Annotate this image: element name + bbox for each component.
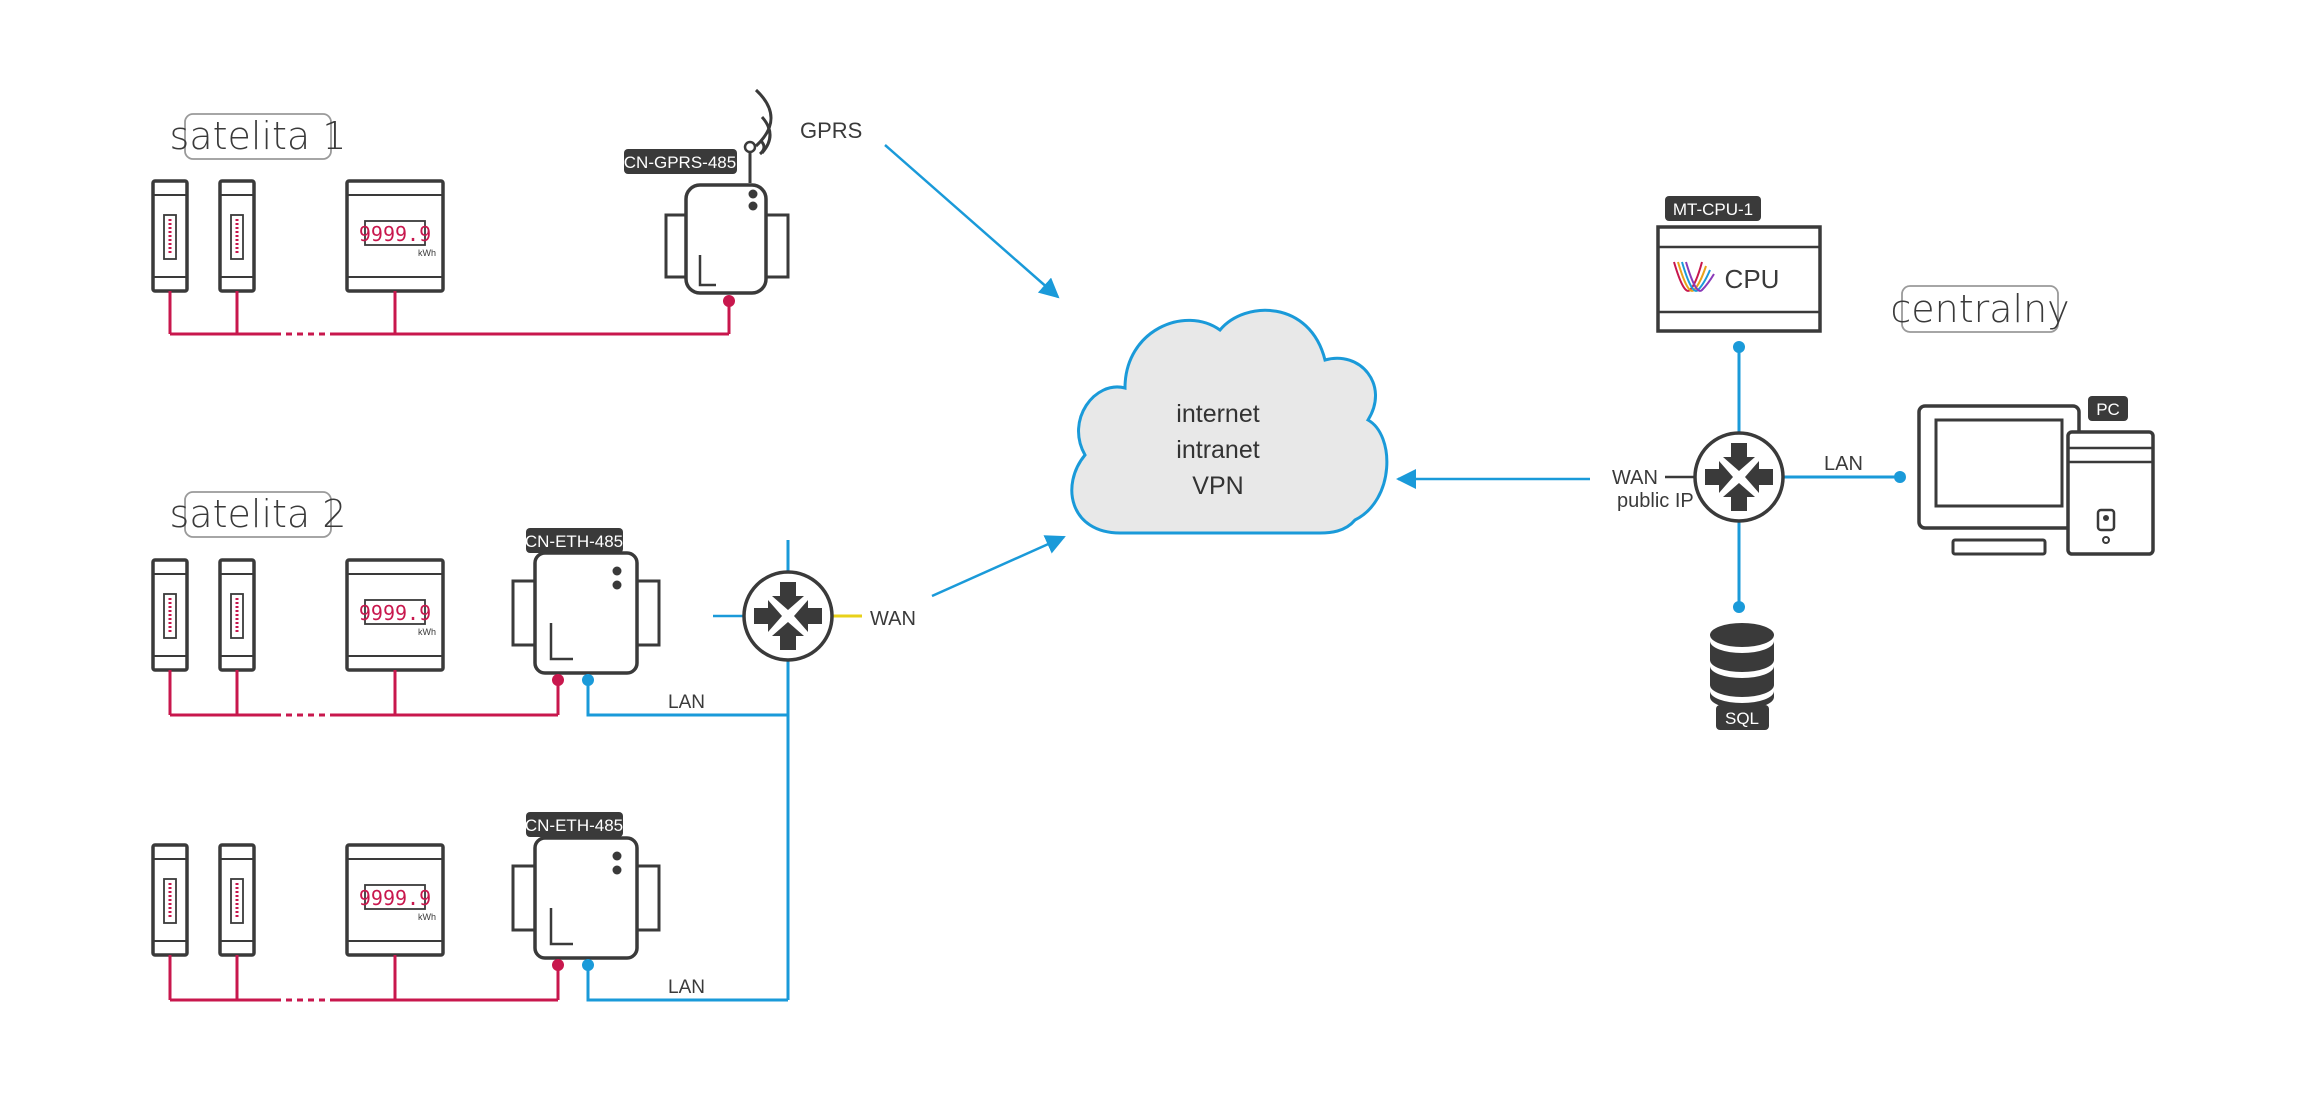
din-module-5 bbox=[151, 843, 189, 957]
cpu-module: CPU bbox=[1656, 225, 1822, 333]
cpu-label: CPU bbox=[1725, 264, 1780, 294]
meter-unit: kWh bbox=[418, 248, 436, 258]
gprs-module-tag bbox=[624, 149, 737, 174]
central-router bbox=[1693, 431, 1785, 523]
satellite-2-title: satelita 2 bbox=[170, 492, 347, 536]
pc-port-dot bbox=[1894, 471, 1906, 483]
eth-module-1-tag bbox=[526, 528, 623, 553]
central-title-box bbox=[1901, 285, 2059, 333]
wan-arrow bbox=[931, 535, 1066, 598]
database-icon bbox=[1710, 623, 1774, 709]
meter-unit: kWh bbox=[418, 912, 436, 922]
satellite-1-title: satelita 1 bbox=[170, 114, 347, 158]
lan-label-2: LAN bbox=[668, 977, 705, 998]
din-module-3 bbox=[151, 558, 189, 672]
din-module-6 bbox=[218, 843, 256, 957]
public-ip-label: public IP bbox=[1617, 490, 1694, 512]
pc-tag bbox=[2088, 396, 2128, 421]
central-group: centralny MT-CPU-1 CPU WAN public IP LAN bbox=[1612, 196, 2155, 730]
eth-module-2-label: CN-ETH-485 bbox=[525, 816, 623, 835]
internet-cloud: internet intranet VPN bbox=[1070, 308, 1389, 535]
wan-label-central: WAN bbox=[1612, 467, 1658, 489]
cloud-line-2: intranet bbox=[1176, 436, 1259, 464]
rs485-bus-2 bbox=[168, 670, 560, 717]
din-module-4 bbox=[218, 558, 256, 672]
pc-icon bbox=[1917, 404, 2155, 556]
wan-label-sat2: WAN bbox=[870, 608, 916, 630]
energy-meter-2: 9999.9 kWh bbox=[345, 558, 445, 672]
cloud-line-1: internet bbox=[1176, 400, 1259, 428]
rs485-bus-3 bbox=[168, 955, 560, 1002]
pc-tag-label: PC bbox=[2096, 400, 2120, 419]
gprs-arrow bbox=[884, 144, 1060, 299]
cpu-port-dot bbox=[1733, 341, 1745, 353]
rs485-port-dot bbox=[552, 674, 564, 686]
cpu-logo-icon bbox=[1673, 261, 1715, 292]
satellite-2-group: satelita 2 9999.9 kWh CN-ETH-485 LAN bbox=[151, 491, 916, 1002]
satellite-1-group: satelita 1 9999.9 kWh CN-GPRS-485 GPRS bbox=[151, 88, 862, 336]
rs485-port-dot bbox=[723, 295, 735, 307]
lan-link-2 bbox=[586, 965, 788, 1002]
central-title: centralny bbox=[1890, 287, 2069, 331]
satellite-2-router bbox=[742, 570, 834, 662]
cpu-module-tag bbox=[1665, 196, 1761, 221]
lan-label-1: LAN bbox=[668, 692, 705, 713]
eth-module-1-label: CN-ETH-485 bbox=[525, 532, 623, 551]
eth-converter-2 bbox=[511, 836, 661, 960]
satellite-1-title-box bbox=[184, 113, 332, 160]
cpu-module-label: MT-CPU-1 bbox=[1673, 200, 1753, 219]
satellite-2-title-box bbox=[184, 491, 332, 538]
meter-display: 9999.9 bbox=[359, 886, 431, 910]
meter-display: 9999.9 bbox=[359, 601, 431, 625]
gprs-converter bbox=[664, 88, 790, 295]
sql-tag-label: SQL bbox=[1725, 709, 1759, 728]
sql-tag bbox=[1716, 705, 1769, 730]
lan-label-central: LAN bbox=[1824, 453, 1863, 475]
din-module-2 bbox=[218, 179, 256, 293]
meter-unit: kWh bbox=[418, 627, 436, 637]
gprs-label: GPRS bbox=[800, 118, 862, 143]
energy-meter-3: 9999.9 kWh bbox=[345, 843, 445, 957]
sql-port-dot bbox=[1733, 601, 1745, 613]
energy-meter-1: 9999.9 kWh bbox=[345, 179, 445, 293]
gprs-module-label: CN-GPRS-485 bbox=[624, 153, 736, 172]
meter-display: 9999.9 bbox=[359, 222, 431, 246]
eth-converter-1 bbox=[511, 551, 661, 675]
rs485-port-dot bbox=[552, 959, 564, 971]
eth-module-2-tag bbox=[526, 812, 623, 837]
lan-link-1 bbox=[586, 680, 788, 717]
din-module-1 bbox=[151, 179, 189, 293]
cloud-line-3: VPN bbox=[1192, 472, 1243, 500]
rs485-bus-1 bbox=[168, 291, 731, 336]
